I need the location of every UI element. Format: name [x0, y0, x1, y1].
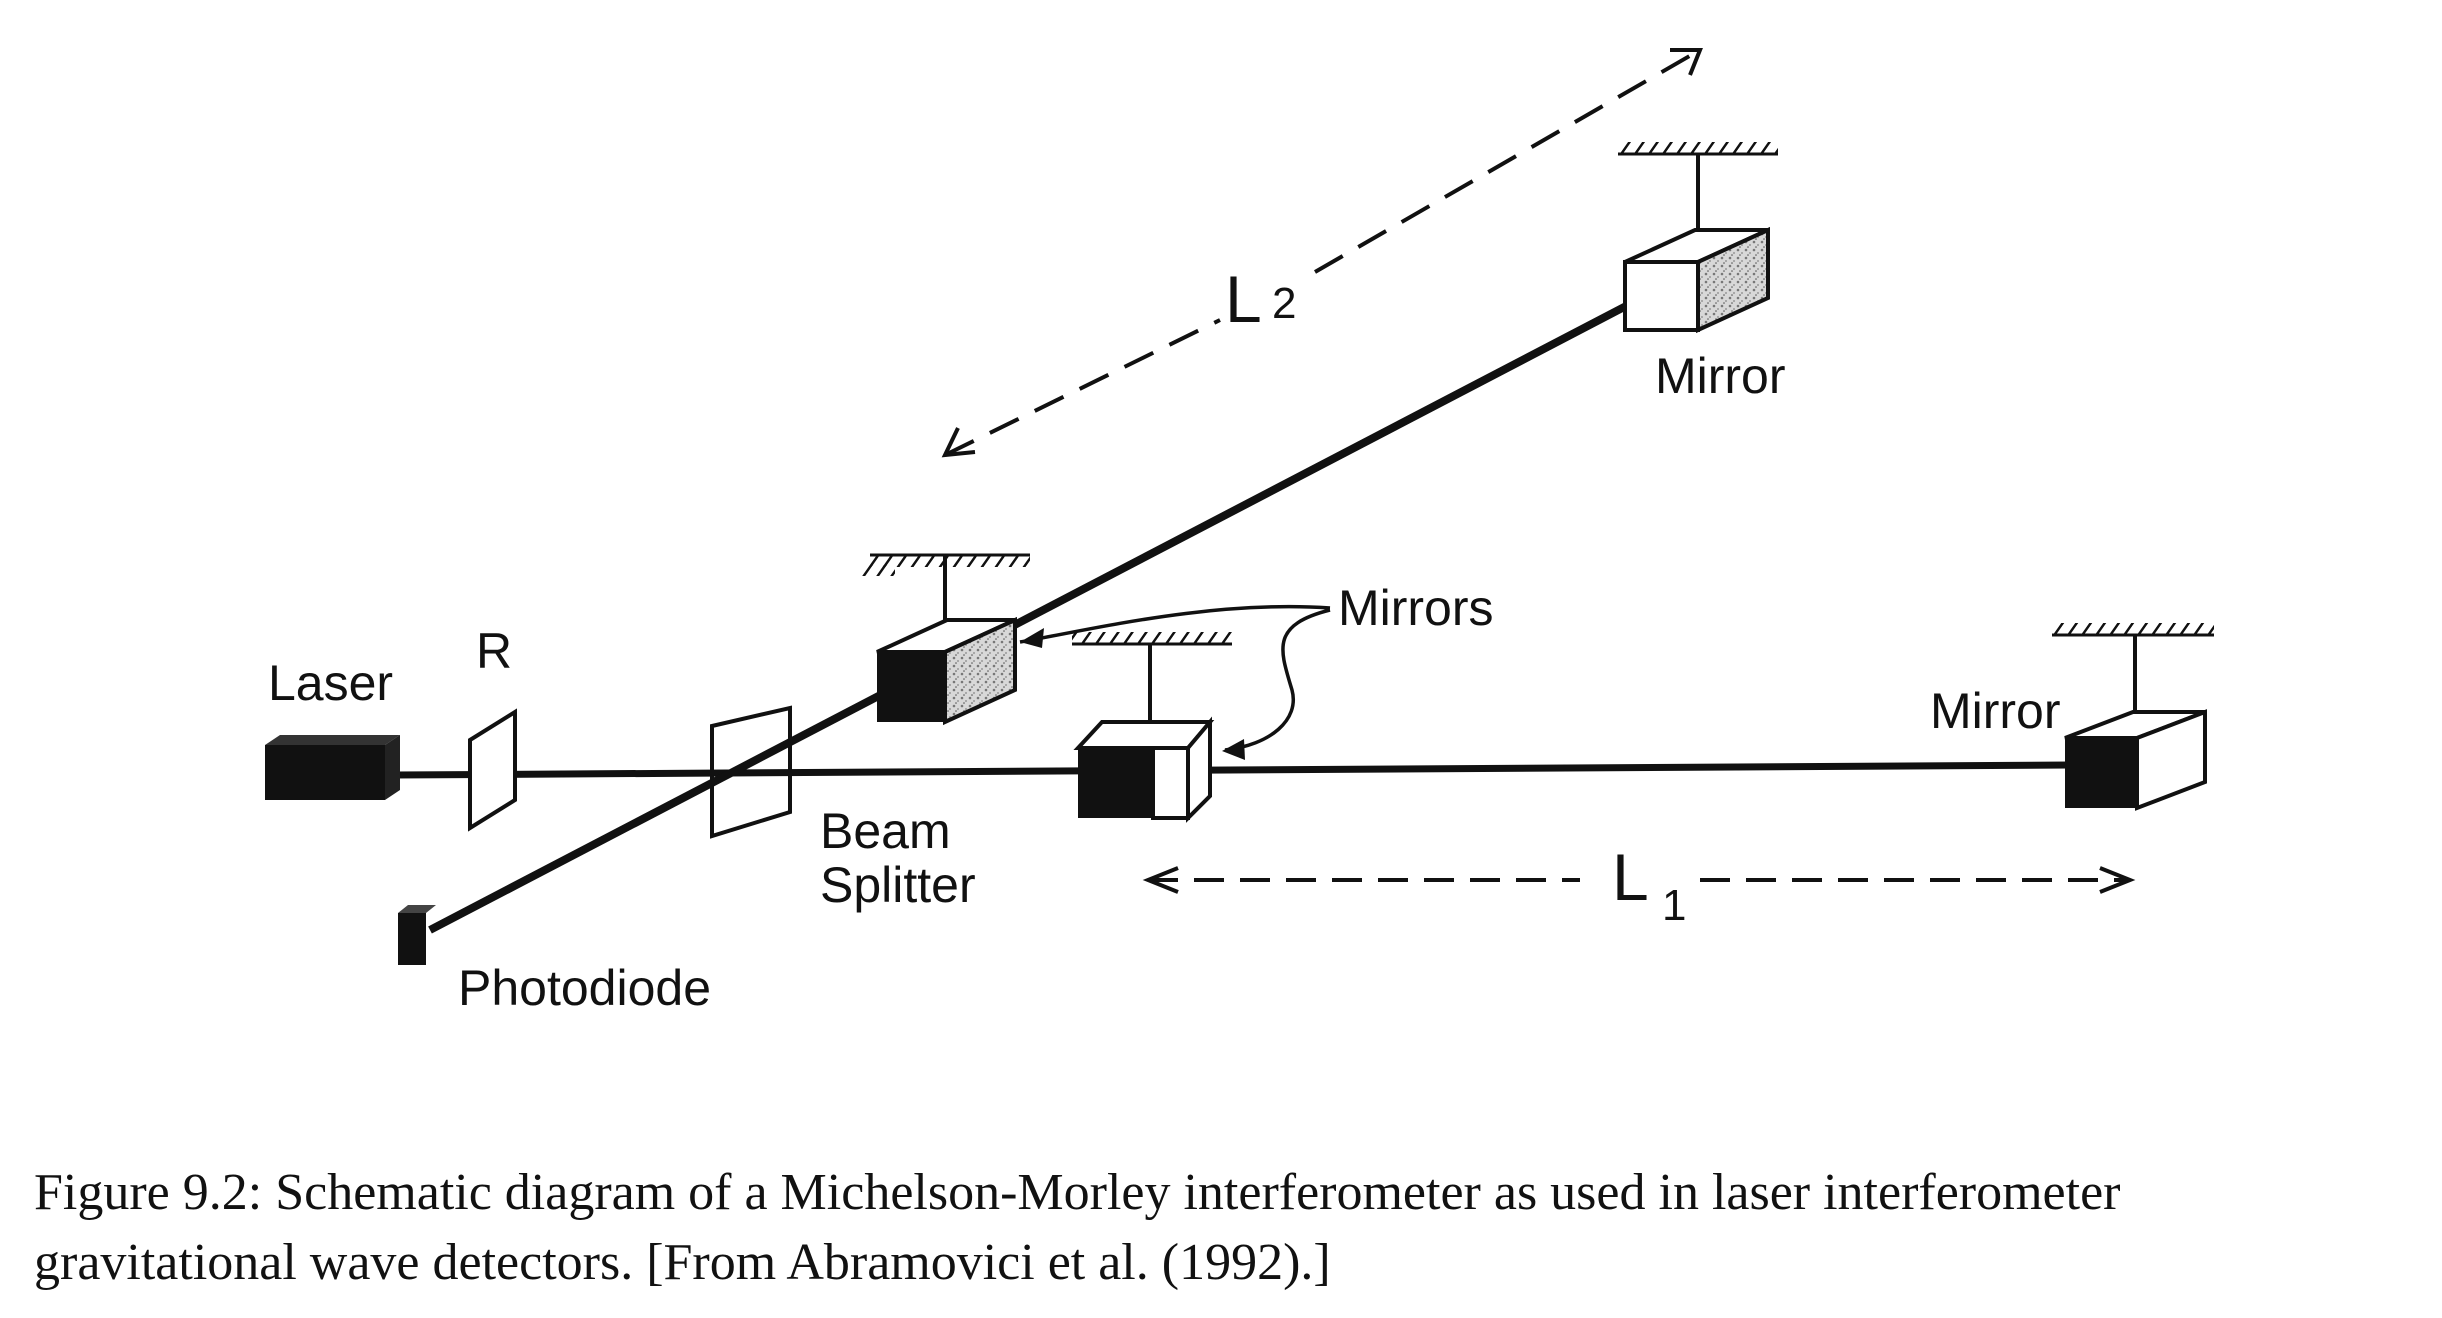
mirrors-leader-lines [1019, 604, 1331, 752]
beam-splitter [710, 705, 792, 839]
l2-subscript: 2 [1272, 279, 1296, 328]
laser-label: Laser [268, 655, 393, 711]
l1-subscript: 1 [1662, 881, 1686, 930]
plate-r [468, 708, 517, 832]
beam-label: Beam [820, 803, 951, 859]
laser-source [265, 735, 400, 800]
mirrors-label: Mirrors [1338, 580, 1494, 636]
figure-caption: Figure 9.2: Schematic diagram of a Miche… [34, 1158, 2414, 1298]
laser-beam-arm2 [428, 301, 1630, 934]
caption-line-2: gravitational wave detectors. [From Abra… [34, 1234, 1331, 1291]
photodiode [398, 905, 436, 965]
far-mirror-arm2 [1618, 142, 1778, 334]
photodiode-label: Photodiode [458, 960, 711, 1016]
l1-letter: L [1612, 840, 1649, 914]
near-mirror-arm1 [1072, 632, 1232, 823]
mirror-far-arm2-label: Mirror [1655, 348, 1786, 404]
near-mirror-arm2 [860, 553, 1030, 726]
far-mirror-arm1 [2052, 623, 2214, 811]
splitter-label: Splitter [820, 857, 976, 913]
l1-dimension-arrow [1142, 866, 2136, 894]
l2-dimension-arrow [941, 48, 1703, 458]
mirror-far-arm1-label: Mirror [1930, 683, 2061, 739]
r-label: R [476, 623, 512, 679]
l2-letter: L [1225, 262, 1262, 336]
mirrors-leader-arrowheads [1020, 628, 1245, 760]
laser-beam-arm1 [394, 761, 2071, 779]
caption-line-1: Figure 9.2: Schematic diagram of a Miche… [34, 1164, 2121, 1221]
